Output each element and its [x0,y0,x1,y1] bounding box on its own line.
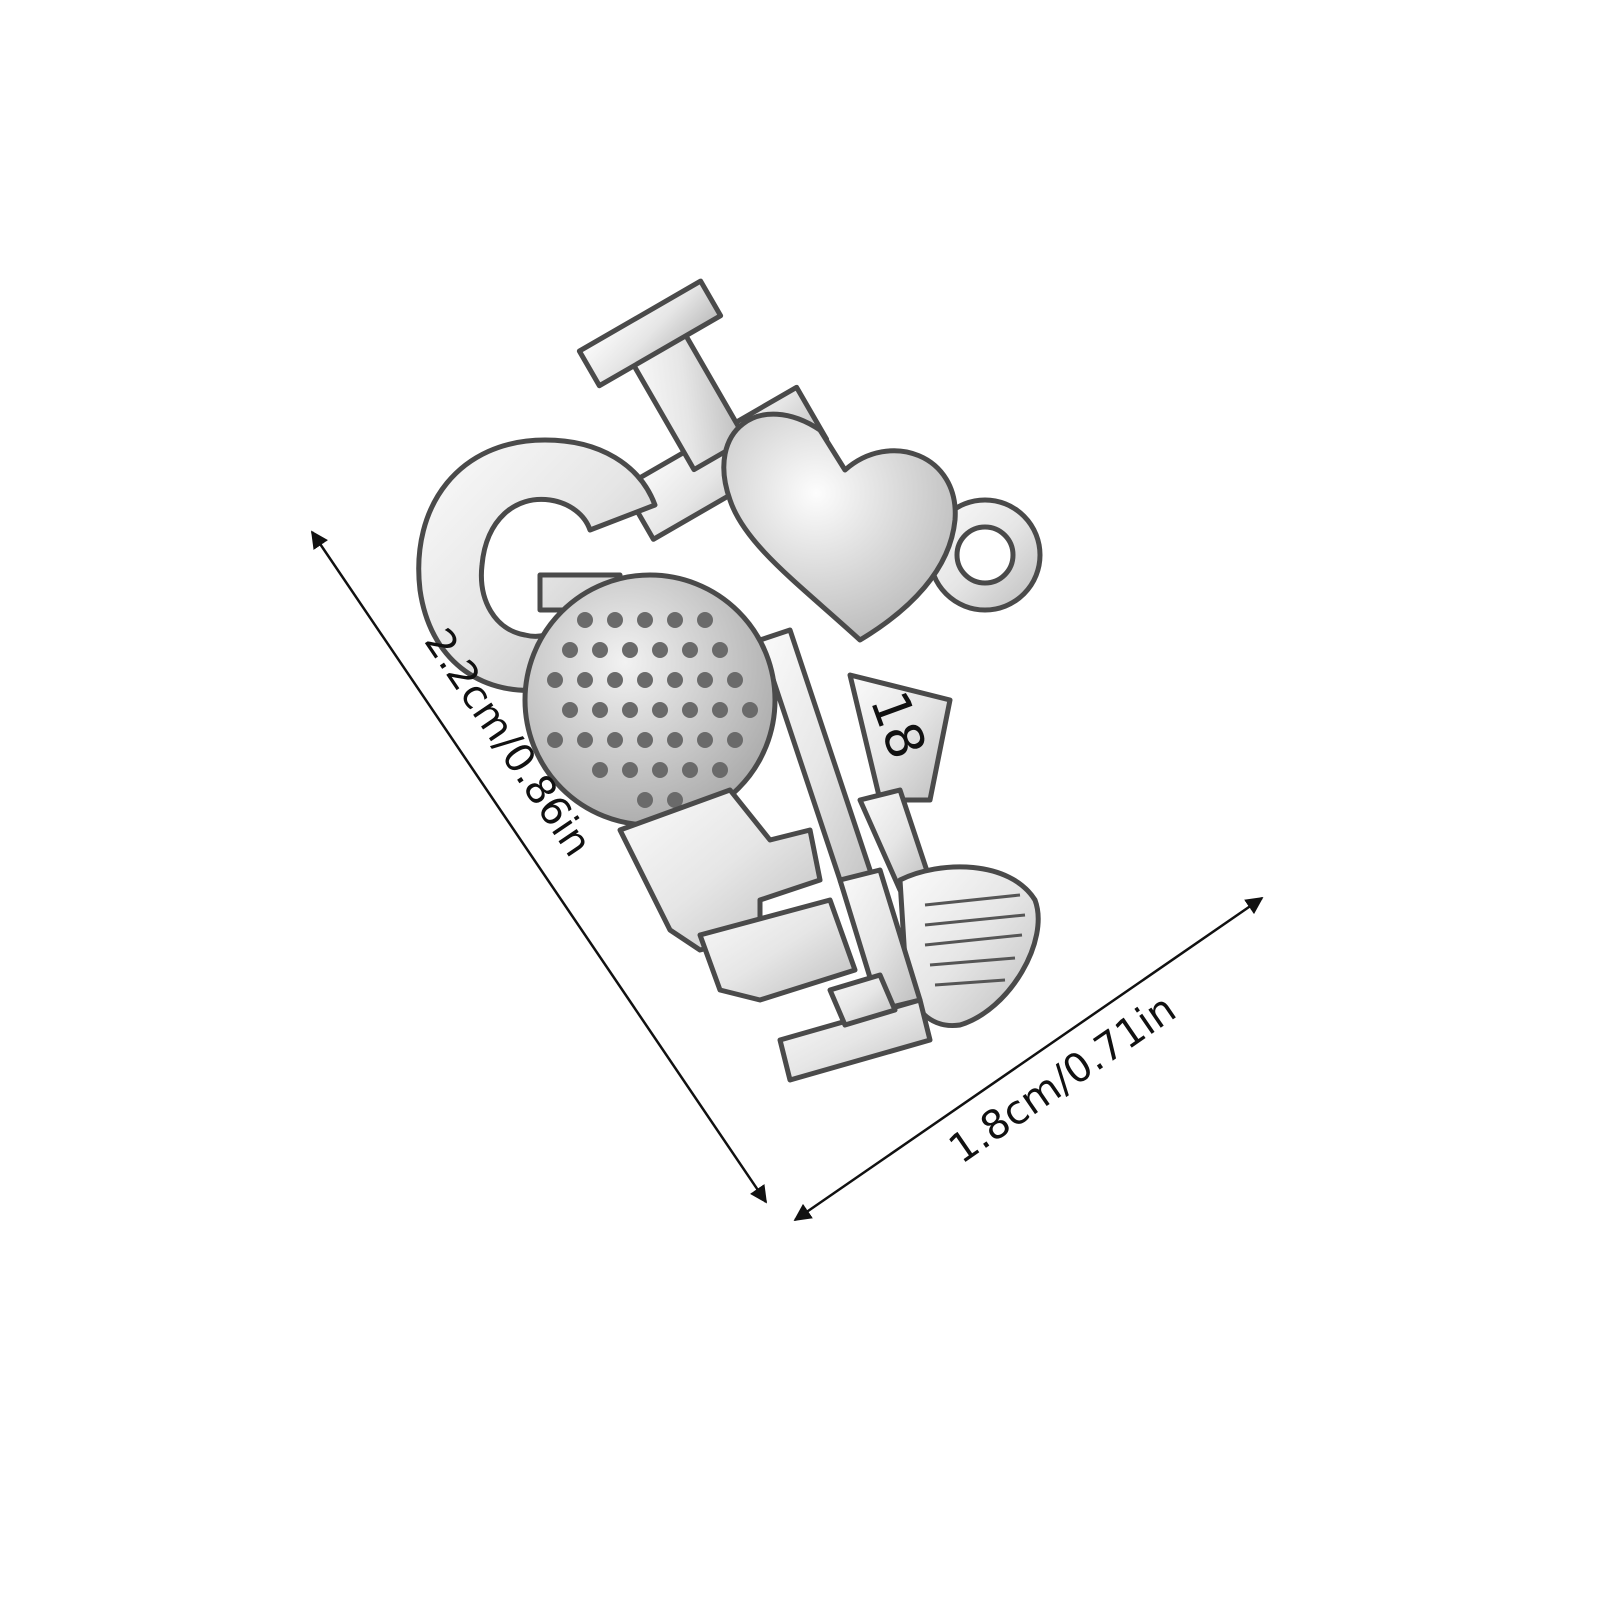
ball-dimple [637,732,653,748]
ball-dimple [592,762,608,778]
ball-dimple [667,672,683,688]
width-dimension-line [793,896,1264,1222]
ball-dimple [652,762,668,778]
ball-dimple [727,732,743,748]
ball-dimple [607,672,623,688]
ball-dimple [637,792,653,808]
ball-dimple [742,702,758,718]
ball-dimple [637,672,653,688]
ball-dimple [607,732,623,748]
ball-dimple [682,762,698,778]
ball-dimple [607,612,623,628]
ball-dimple [622,642,638,658]
ball-dimple [712,762,728,778]
ball-dimple [667,612,683,628]
ball-dimple [697,612,713,628]
golf-charm: 18 [416,278,1043,1083]
ball-dimple [622,702,638,718]
ball-dimple [577,672,593,688]
ball-dimple [577,732,593,748]
ball-dimple [682,702,698,718]
ball-dimple [727,672,743,688]
ball-dimple [562,642,578,658]
ball-dimple [712,702,728,718]
ball-dimple [622,762,638,778]
ball-dimple [577,612,593,628]
jump-ring-icon [927,497,1043,613]
golf-flag-icon [757,627,953,913]
ball-dimple [682,642,698,658]
ball-dimple [667,732,683,748]
ball-dimple [697,672,713,688]
ball-dimple [652,642,668,658]
ball-dimple [697,732,713,748]
ball-dimple [592,642,608,658]
ball-dimple [562,702,578,718]
ball-dimple [652,702,668,718]
ball-dimple [547,732,563,748]
height-dimension-line [310,530,768,1204]
ball-dimple [712,642,728,658]
ball-dimple [592,702,608,718]
ball-dimple [637,612,653,628]
ball-dimple [547,672,563,688]
heart-icon [721,411,958,643]
